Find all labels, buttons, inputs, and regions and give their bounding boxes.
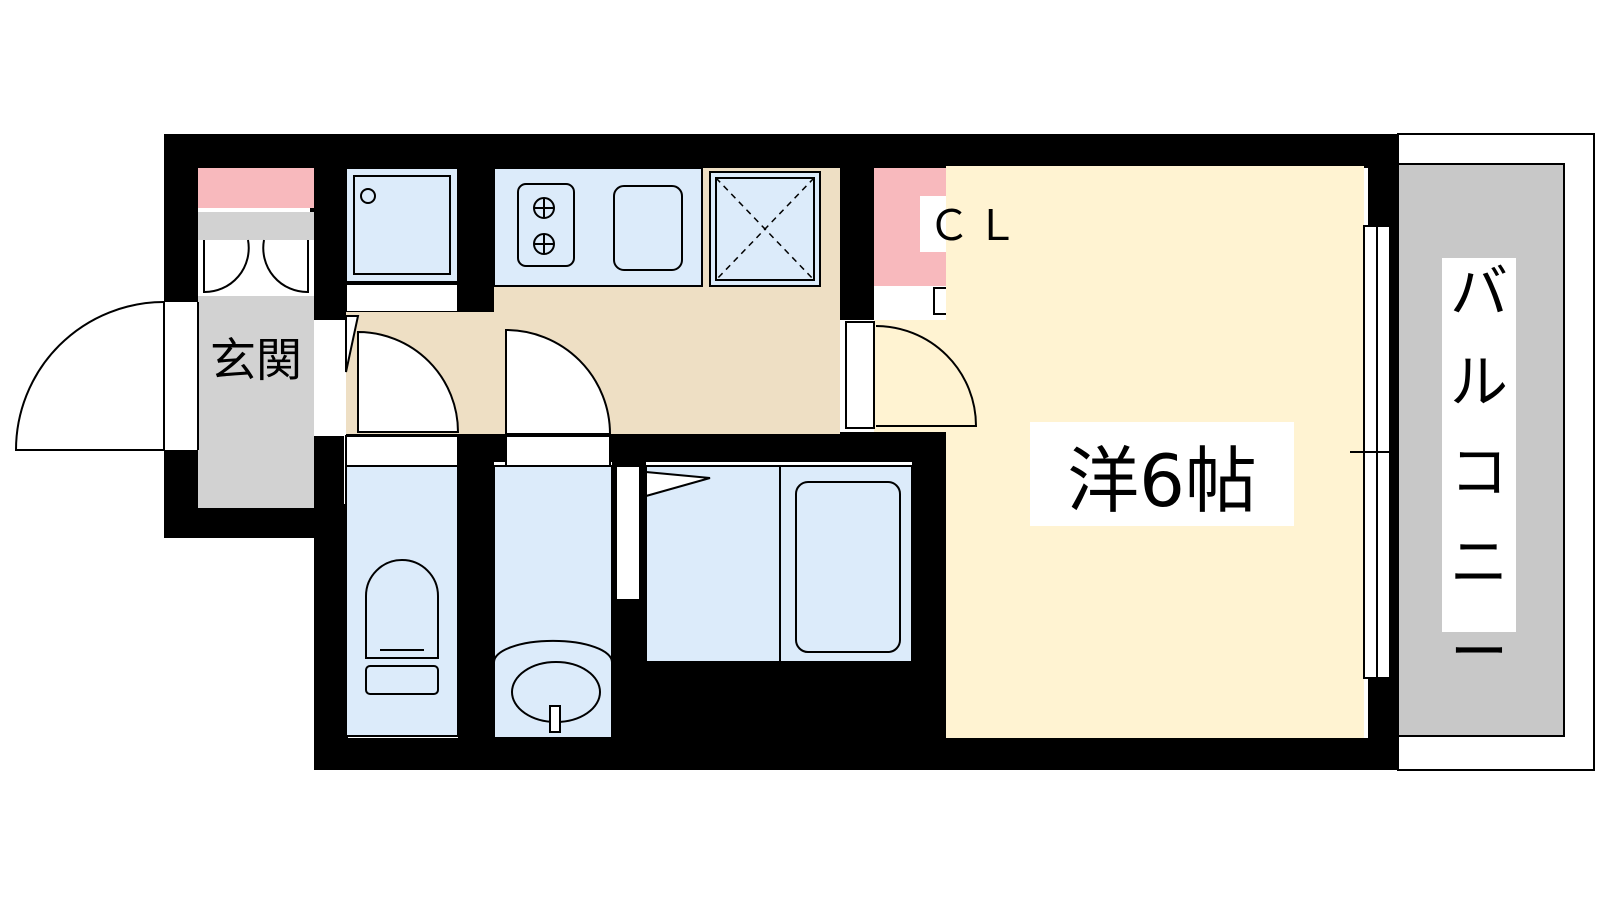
balcony-label-char: ル <box>1450 348 1508 416</box>
balcony-label: バルコニー <box>1450 258 1508 686</box>
western-room-label: 洋6帖 <box>1067 439 1257 523</box>
balcony-label-char: コ <box>1450 438 1508 506</box>
balcony-label-char: バ <box>1450 258 1508 326</box>
room-door <box>845 321 978 429</box>
balcony-window <box>1350 225 1410 679</box>
front-door <box>14 301 199 451</box>
washroom <box>493 435 613 739</box>
toilet <box>365 559 439 659</box>
balcony-label-char: ー <box>1450 618 1508 686</box>
entrance-area <box>198 168 314 508</box>
sink <box>613 185 683 271</box>
shoe-cabinet <box>198 168 314 208</box>
entrance-label: 玄関 <box>210 333 302 387</box>
balcony <box>1397 133 1595 771</box>
toilet-room <box>345 435 459 737</box>
bathroom <box>615 465 913 663</box>
stove <box>517 183 575 267</box>
balcony-label-char: ニ <box>1450 528 1508 596</box>
western-room <box>874 166 1364 738</box>
laundry-pan <box>345 167 459 313</box>
hall-doors <box>345 315 612 435</box>
bathtub <box>795 481 901 653</box>
closet-label: ＣＬ <box>928 201 1024 250</box>
balcony-label-text: バルコニー <box>1450 258 1508 686</box>
